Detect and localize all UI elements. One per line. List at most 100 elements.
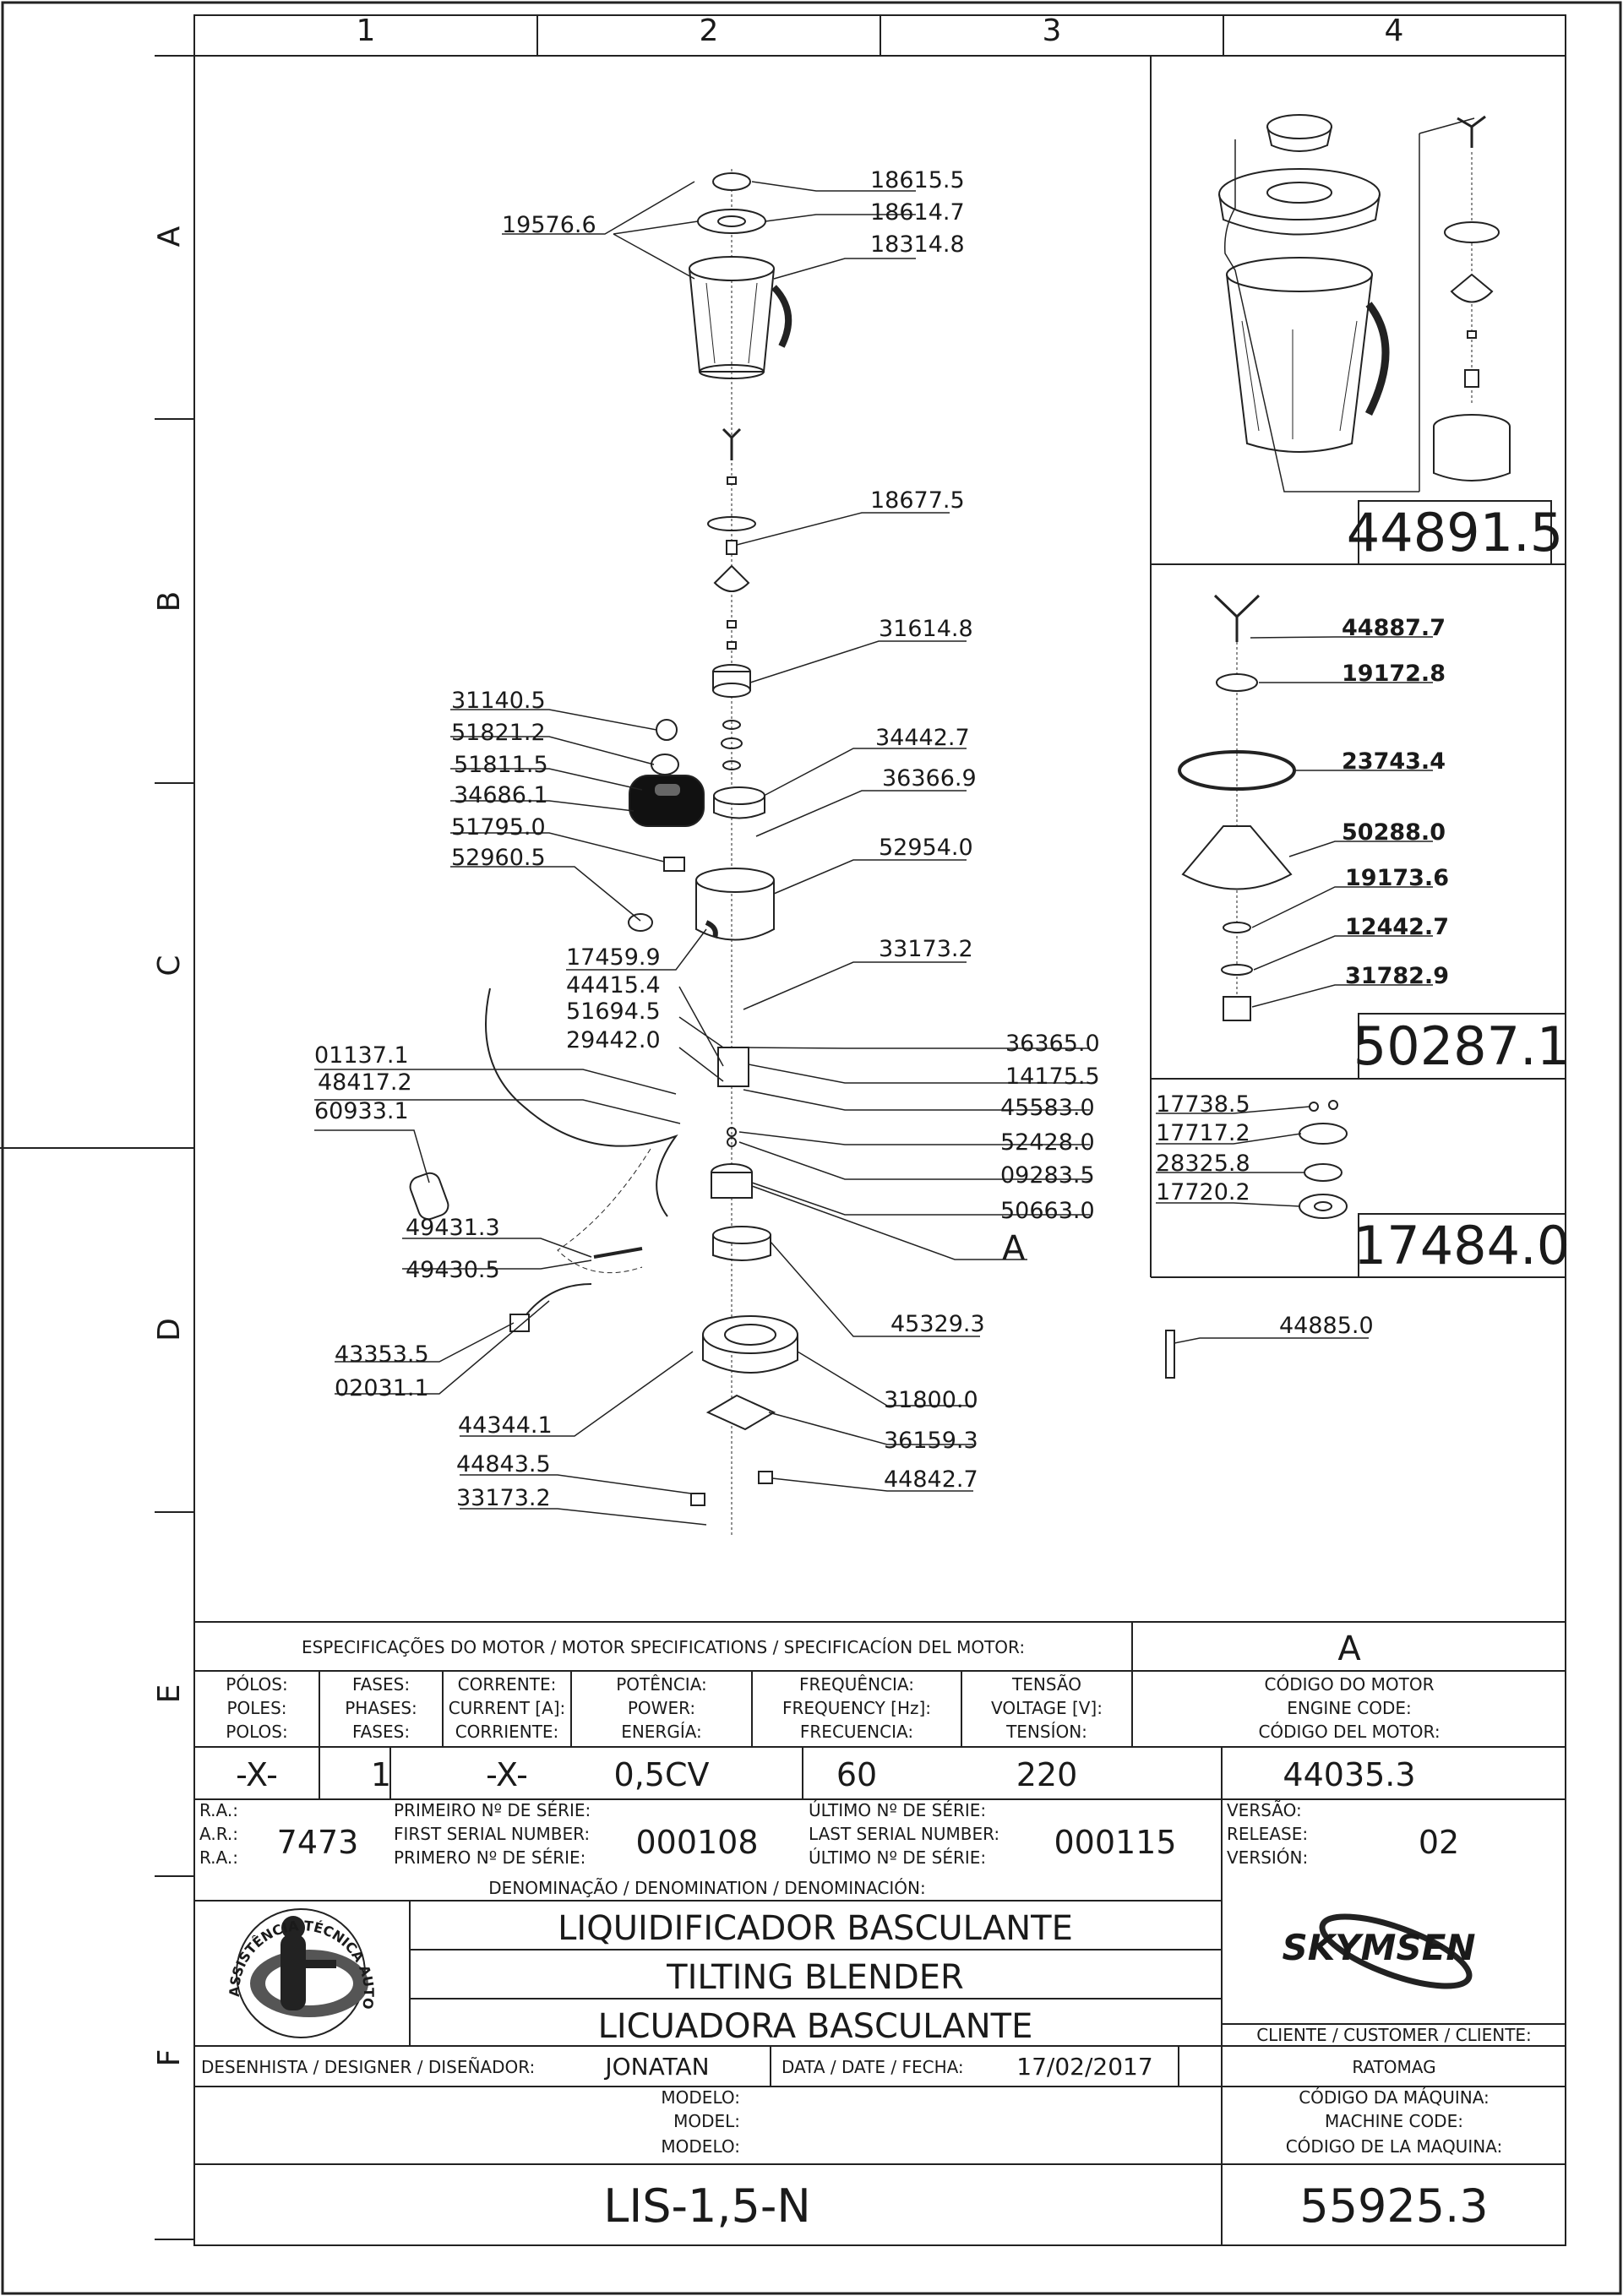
bushing-part <box>713 786 765 819</box>
subassembly-codes: 44891.5 50287.1 17484.0 <box>1347 502 1570 1276</box>
phases-value: 1 <box>371 1756 391 1793</box>
svg-text:VERSIÓN:: VERSIÓN: <box>1227 1847 1308 1868</box>
title-block-lines <box>194 1621 1566 2245</box>
foot-part <box>758 1471 773 1484</box>
date-value: 17/02/2017 <box>1016 2053 1152 2081</box>
part-number: 18314.8 <box>870 231 965 258</box>
machine-code-value: 55925.3 <box>1299 2179 1488 2233</box>
part-number: 50288.0 <box>1342 819 1446 846</box>
svg-text:PÓLOS:: PÓLOS: <box>226 1674 287 1695</box>
coupling-part-labels: 17738.5 17717.2 28325.8 17720.2 <box>1156 1091 1250 1205</box>
motor-spec-header: ESPECIFICAÇÕES DO MOTOR / MOTOR SPECIFIC… <box>302 1637 1025 1657</box>
blade-subassembly-drawing <box>1178 594 1296 1021</box>
label-plate-part <box>663 857 685 872</box>
denomination-header: DENOMINAÇÃO / DENOMINATION / DENOMINACIÓ… <box>488 1878 925 1898</box>
base-part <box>702 1315 798 1374</box>
svg-text:CORRIENTE:: CORRIENTE: <box>455 1722 559 1742</box>
svg-text:ASSISTÊNCIA TÉCNICA AUTORIZADA: ASSISTÊNCIA TÉCNICA AUTORIZADA <box>0 0 377 2010</box>
svg-text:CURRENT [A]:: CURRENT [A]: <box>449 1698 566 1718</box>
coupling-nut-part <box>712 664 751 698</box>
model-labels: MODELO: MODEL: MODELO: <box>661 2087 740 2157</box>
svg-text:POTÊNCIA:: POTÊNCIA: <box>616 1674 707 1695</box>
coupling-leaders <box>1156 1106 1310 1207</box>
part-number: 17717.2 <box>1156 1120 1250 1146</box>
foot-part <box>690 1493 705 1506</box>
grid-col-2: 2 <box>700 14 719 48</box>
part-number: 45583.0 <box>1000 1095 1095 1121</box>
leader-lines <box>314 181 1369 1526</box>
designer-label: DESENHISTA / DESIGNER / DISEÑADOR: <box>201 2057 535 2077</box>
part-number: 51795.0 <box>451 814 546 841</box>
poles-value: -X- <box>236 1756 278 1793</box>
svg-text:LAST SERIAL NUMBER:: LAST SERIAL NUMBER: <box>809 1824 999 1844</box>
grid-row-c: C <box>152 955 187 976</box>
date-label: DATA / DATE / FECHA: <box>782 2057 964 2077</box>
part-number: 51811.5 <box>454 752 548 778</box>
part-number: 19172.8 <box>1342 661 1446 687</box>
subassembly-panels <box>1150 56 1566 1278</box>
part-number: 49430.5 <box>406 1257 500 1283</box>
grid-col-3: 3 <box>1043 14 1062 48</box>
lid-part <box>697 209 766 234</box>
svg-text:SKYMSEN: SKYMSEN <box>1282 1927 1475 1968</box>
part-number: 34686.1 <box>454 782 548 808</box>
jar-subassembly-drawing <box>1218 114 1511 492</box>
strain-relief-part <box>409 1172 449 1221</box>
svg-text:TENSÃO: TENSÃO <box>1011 1674 1081 1695</box>
part-number: 60933.1 <box>314 1098 409 1124</box>
motor-letter: A <box>1337 1630 1361 1668</box>
part-number: 17738.5 <box>1156 1091 1250 1118</box>
grid-row-e: E <box>152 1684 187 1704</box>
motor-part <box>711 1163 753 1199</box>
svg-text:CORRENTE:: CORRENTE: <box>458 1674 557 1695</box>
part-labels: 18615.5 18614.7 18314.8 19576.6 18677.5 … <box>314 167 1374 1511</box>
blade-part-labels: 44887.7 19172.8 23743.4 50288.0 19173.6 … <box>1342 615 1449 989</box>
engine-code-value: 44035.3 <box>1283 1756 1415 1793</box>
svg-text:FRECUENCIA:: FRECUENCIA: <box>800 1722 913 1742</box>
part-number: 52960.5 <box>451 845 546 871</box>
svg-text:ENGINE CODE:: ENGINE CODE: <box>1287 1698 1411 1718</box>
customer-label: CLIENTE / CUSTOMER / CLIENTE: <box>1256 2025 1532 2045</box>
seal-part <box>628 913 653 932</box>
svg-text:FREQUÊNCIA:: FREQUÊNCIA: <box>799 1674 914 1695</box>
part-number: 45329.3 <box>890 1311 985 1337</box>
part-number: 19576.6 <box>502 212 596 238</box>
part-number: 48417.2 <box>318 1069 412 1096</box>
part-number: 31614.8 <box>879 616 973 642</box>
motor-housing-part <box>695 868 775 941</box>
part-number: 51694.5 <box>566 998 661 1025</box>
skymsen-logo: SKYMSEN <box>1282 1913 1476 1989</box>
gasket-part <box>707 516 756 531</box>
part-number: 17459.9 <box>566 944 661 971</box>
grid-row-f: F <box>152 2049 187 2067</box>
svg-text:FASES:: FASES: <box>352 1674 410 1695</box>
part-number: 51821.2 <box>451 720 546 746</box>
grid-col-4: 4 <box>1385 14 1404 48</box>
serial-values: 7473 000108 000115 02 <box>277 1824 1460 1861</box>
svg-text:R.A.:: R.A.: <box>199 1847 238 1868</box>
coupling-subassembly-drawing <box>1299 1100 1348 1219</box>
version-value: 02 <box>1419 1824 1459 1861</box>
capacitor-part <box>712 1226 771 1261</box>
part-number: 18614.7 <box>870 199 965 226</box>
authorized-assistance-seal: ASSISTÊNCIA TÉCNICA AUTORIZADA <box>0 0 377 2038</box>
svg-text:PHASES:: PHASES: <box>345 1698 417 1718</box>
current-value: -X- <box>486 1756 528 1793</box>
svg-text:MODELO:: MODELO: <box>661 2087 740 2108</box>
svg-text:FIRST SERIAL NUMBER:: FIRST SERIAL NUMBER: <box>394 1824 590 1844</box>
svg-text:PRIMEIRO Nº DE SÉRIE:: PRIMEIRO Nº DE SÉRIE: <box>394 1800 591 1820</box>
part-number: 31800.0 <box>884 1387 978 1413</box>
motor-ref-letter: A <box>1002 1229 1026 1268</box>
part-number: 12442.7 <box>1345 914 1449 940</box>
pin-part <box>1165 1330 1175 1379</box>
base-plate-part <box>705 1394 776 1431</box>
knob-part <box>629 775 705 827</box>
power-cord-part <box>485 987 678 1217</box>
svg-text:FREQUENCY [Hz]:: FREQUENCY [Hz]: <box>782 1698 931 1718</box>
designer-value: JONATAN <box>603 2053 709 2081</box>
part-number: 33173.2 <box>456 1485 551 1511</box>
svg-text:A.R.:: A.R.: <box>199 1824 238 1844</box>
grid-col-1: 1 <box>357 14 376 48</box>
svg-text:MODELO:: MODELO: <box>661 2136 740 2157</box>
